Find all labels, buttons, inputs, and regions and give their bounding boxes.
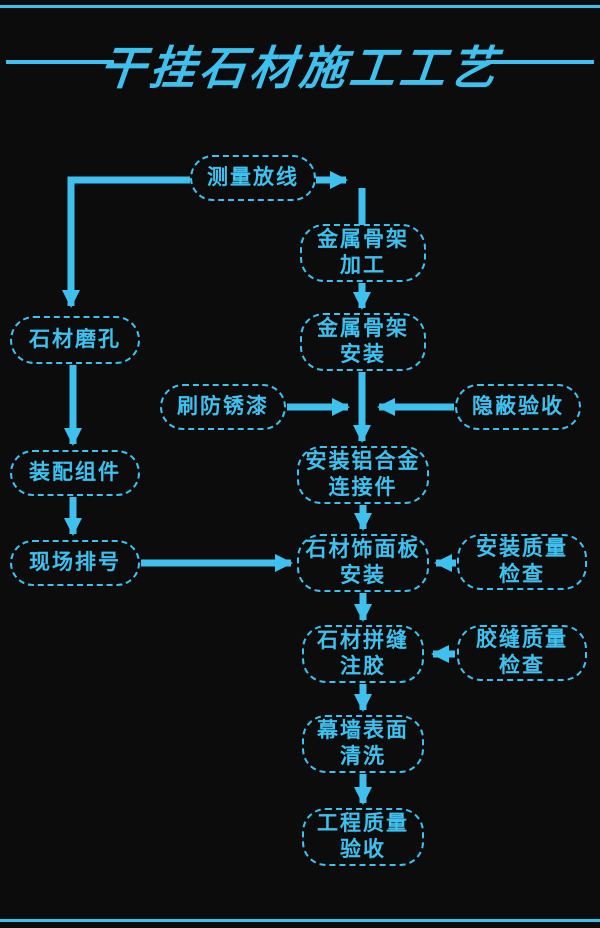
node-glue-seam-quality-check: 胶缝质量 检查: [457, 625, 587, 681]
node-label: 刷防锈漆: [177, 394, 269, 418]
node-label-line1: 工程质量: [317, 811, 409, 835]
node-label: 隐蔽验收: [472, 394, 564, 418]
node-curtain-wall-cleaning: 幕墙表面 清洗: [302, 715, 424, 773]
node-label-line1: 胶缝质量: [476, 627, 568, 651]
page-title: 干挂石材施工工艺: [96, 42, 503, 94]
node-metal-frame-installation: 金属骨架 安装: [300, 313, 426, 371]
node-stone-panel-installation: 石材饰面板 安装: [297, 534, 429, 592]
node-hidden-acceptance: 隐蔽验收: [455, 384, 581, 430]
node-label-line1: 幕墙表面: [317, 718, 409, 742]
node-metal-frame-processing: 金属骨架 加工: [300, 224, 426, 282]
node-label-line2: 安装: [340, 343, 386, 366]
node-label-line2: 连接件: [328, 476, 398, 499]
title-left-line: [6, 60, 114, 64]
node-measure-layout: 测量放线: [190, 155, 316, 201]
node-rust-paint: 刷防锈漆: [160, 384, 286, 430]
node-installation-quality-check: 安装质量 检查: [457, 534, 587, 590]
node-aluminum-connector-install: 安装铝合金 连接件: [297, 446, 429, 504]
top-border-line: [0, 5, 600, 8]
node-label-line1: 金属骨架: [317, 316, 409, 340]
node-label-line2: 检查: [499, 563, 545, 586]
node-label: 现场排号: [29, 550, 121, 574]
title-right-line: [486, 60, 594, 64]
node-assemble-components: 装配组件: [10, 450, 140, 496]
node-joint-glue-injection: 石材拼缝 注胶: [302, 625, 424, 683]
node-label-line2: 加工: [340, 254, 386, 277]
arrow-measure-to-stone-drill: [62, 176, 190, 308]
node-site-numbering: 现场排号: [10, 540, 140, 586]
node-label: 测量放线: [207, 165, 299, 189]
node-label-line1: 石材饰面板: [305, 537, 421, 561]
node-label-line1: 石材拼缝: [317, 628, 409, 652]
node-label-line1: 金属骨架: [317, 227, 409, 251]
node-project-quality-acceptance: 工程质量 验收: [302, 808, 424, 866]
node-label-line2: 注胶: [340, 655, 386, 678]
bottom-border-line: [0, 919, 600, 922]
node-stone-drilling: 石材磨孔: [10, 316, 140, 364]
node-label-line2: 安装: [340, 564, 386, 587]
node-label-line2: 验收: [340, 838, 386, 861]
node-label-line2: 清洗: [340, 745, 386, 768]
node-label: 石材磨孔: [29, 327, 121, 351]
node-label: 装配组件: [29, 460, 121, 484]
node-label-line1: 安装铝合金: [305, 449, 421, 473]
node-label-line2: 检查: [499, 654, 545, 677]
node-label-line1: 安装质量: [476, 536, 568, 560]
